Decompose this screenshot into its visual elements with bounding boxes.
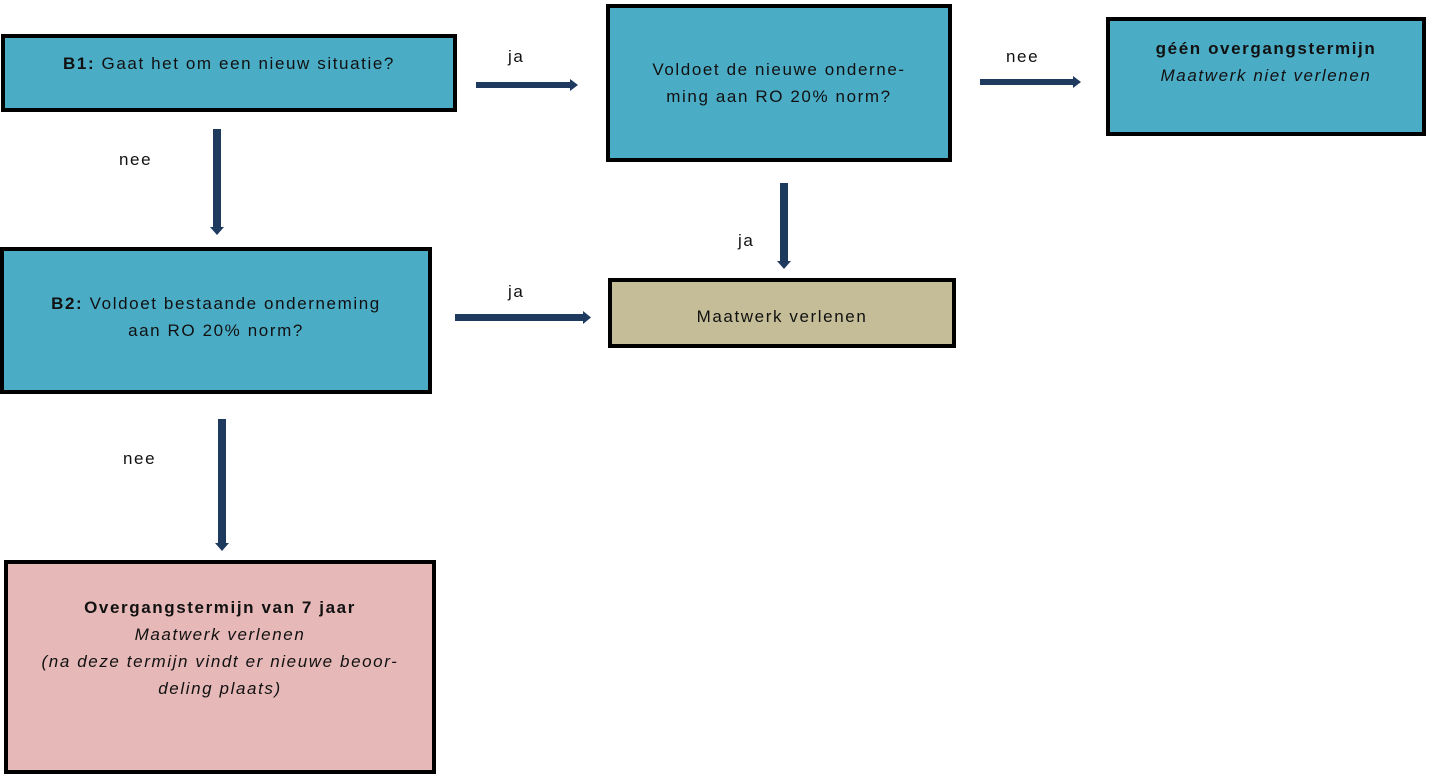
- no-transition-title: géén overgangstermijn: [1155, 39, 1377, 58]
- grant-box: Maatwerk verlenen: [608, 278, 956, 348]
- b1-question: B1: Gaat het om een nieuw situatie?: [63, 50, 395, 77]
- transition-title: Overgangstermijn van 7 jaar: [84, 598, 356, 617]
- b2-line1-text: Voldoet bestaande onderneming: [89, 293, 381, 313]
- edge-label-b2-yes: ja: [508, 282, 525, 301]
- edge-label-b2-no: nee: [123, 449, 157, 468]
- arrow-b2-yes: [455, 311, 591, 324]
- no-transition-box: géén overgangstermijn Maatwerk niet verl…: [1106, 17, 1426, 136]
- grant-text: Maatwerk verlenen: [696, 306, 868, 326]
- new-norm-line2: ming aan RO 20% norm?: [666, 87, 892, 106]
- transition-line2: (na deze termijn vindt er nieuwe beoor-: [41, 652, 399, 671]
- b2-prefix: B2:: [51, 293, 84, 313]
- arrow-b1-yes: [476, 79, 578, 91]
- b2-line2: aan RO 20% norm?: [128, 320, 304, 340]
- b1-prefix: B1:: [63, 53, 96, 73]
- edge-label-new-no: nee: [1006, 47, 1040, 66]
- new-norm-line1: Voldoet de nieuwe onderne-: [652, 60, 906, 79]
- edge-label-b1-yes: ja: [508, 47, 525, 66]
- b1-decision-box: B1: Gaat het om een nieuw situatie?: [1, 34, 457, 112]
- transition-box: Overgangstermijn van 7 jaar Maatwerk ver…: [4, 560, 436, 774]
- arrow-b1-no: [210, 129, 224, 235]
- b2-line1: B2: Voldoet bestaande onderneming: [51, 290, 381, 317]
- b1-text: Gaat het om een nieuw situatie?: [101, 53, 395, 73]
- arrow-new-yes: [777, 183, 791, 269]
- arrow-b2-no: [215, 419, 229, 551]
- new-norm-decision-box: Voldoet de nieuwe onderne- ming aan RO 2…: [606, 4, 952, 162]
- transition-line3: deling plaats): [158, 679, 282, 698]
- transition-line1: Maatwerk verlenen: [134, 625, 306, 644]
- no-transition-subtitle: Maatwerk niet verlenen: [1160, 66, 1372, 85]
- arrow-new-no: [980, 76, 1081, 88]
- edge-label-new-yes: ja: [738, 231, 755, 250]
- edge-label-b1-no: nee: [119, 150, 153, 169]
- b2-decision-box: B2: Voldoet bestaande onderneming aan RO…: [0, 247, 432, 394]
